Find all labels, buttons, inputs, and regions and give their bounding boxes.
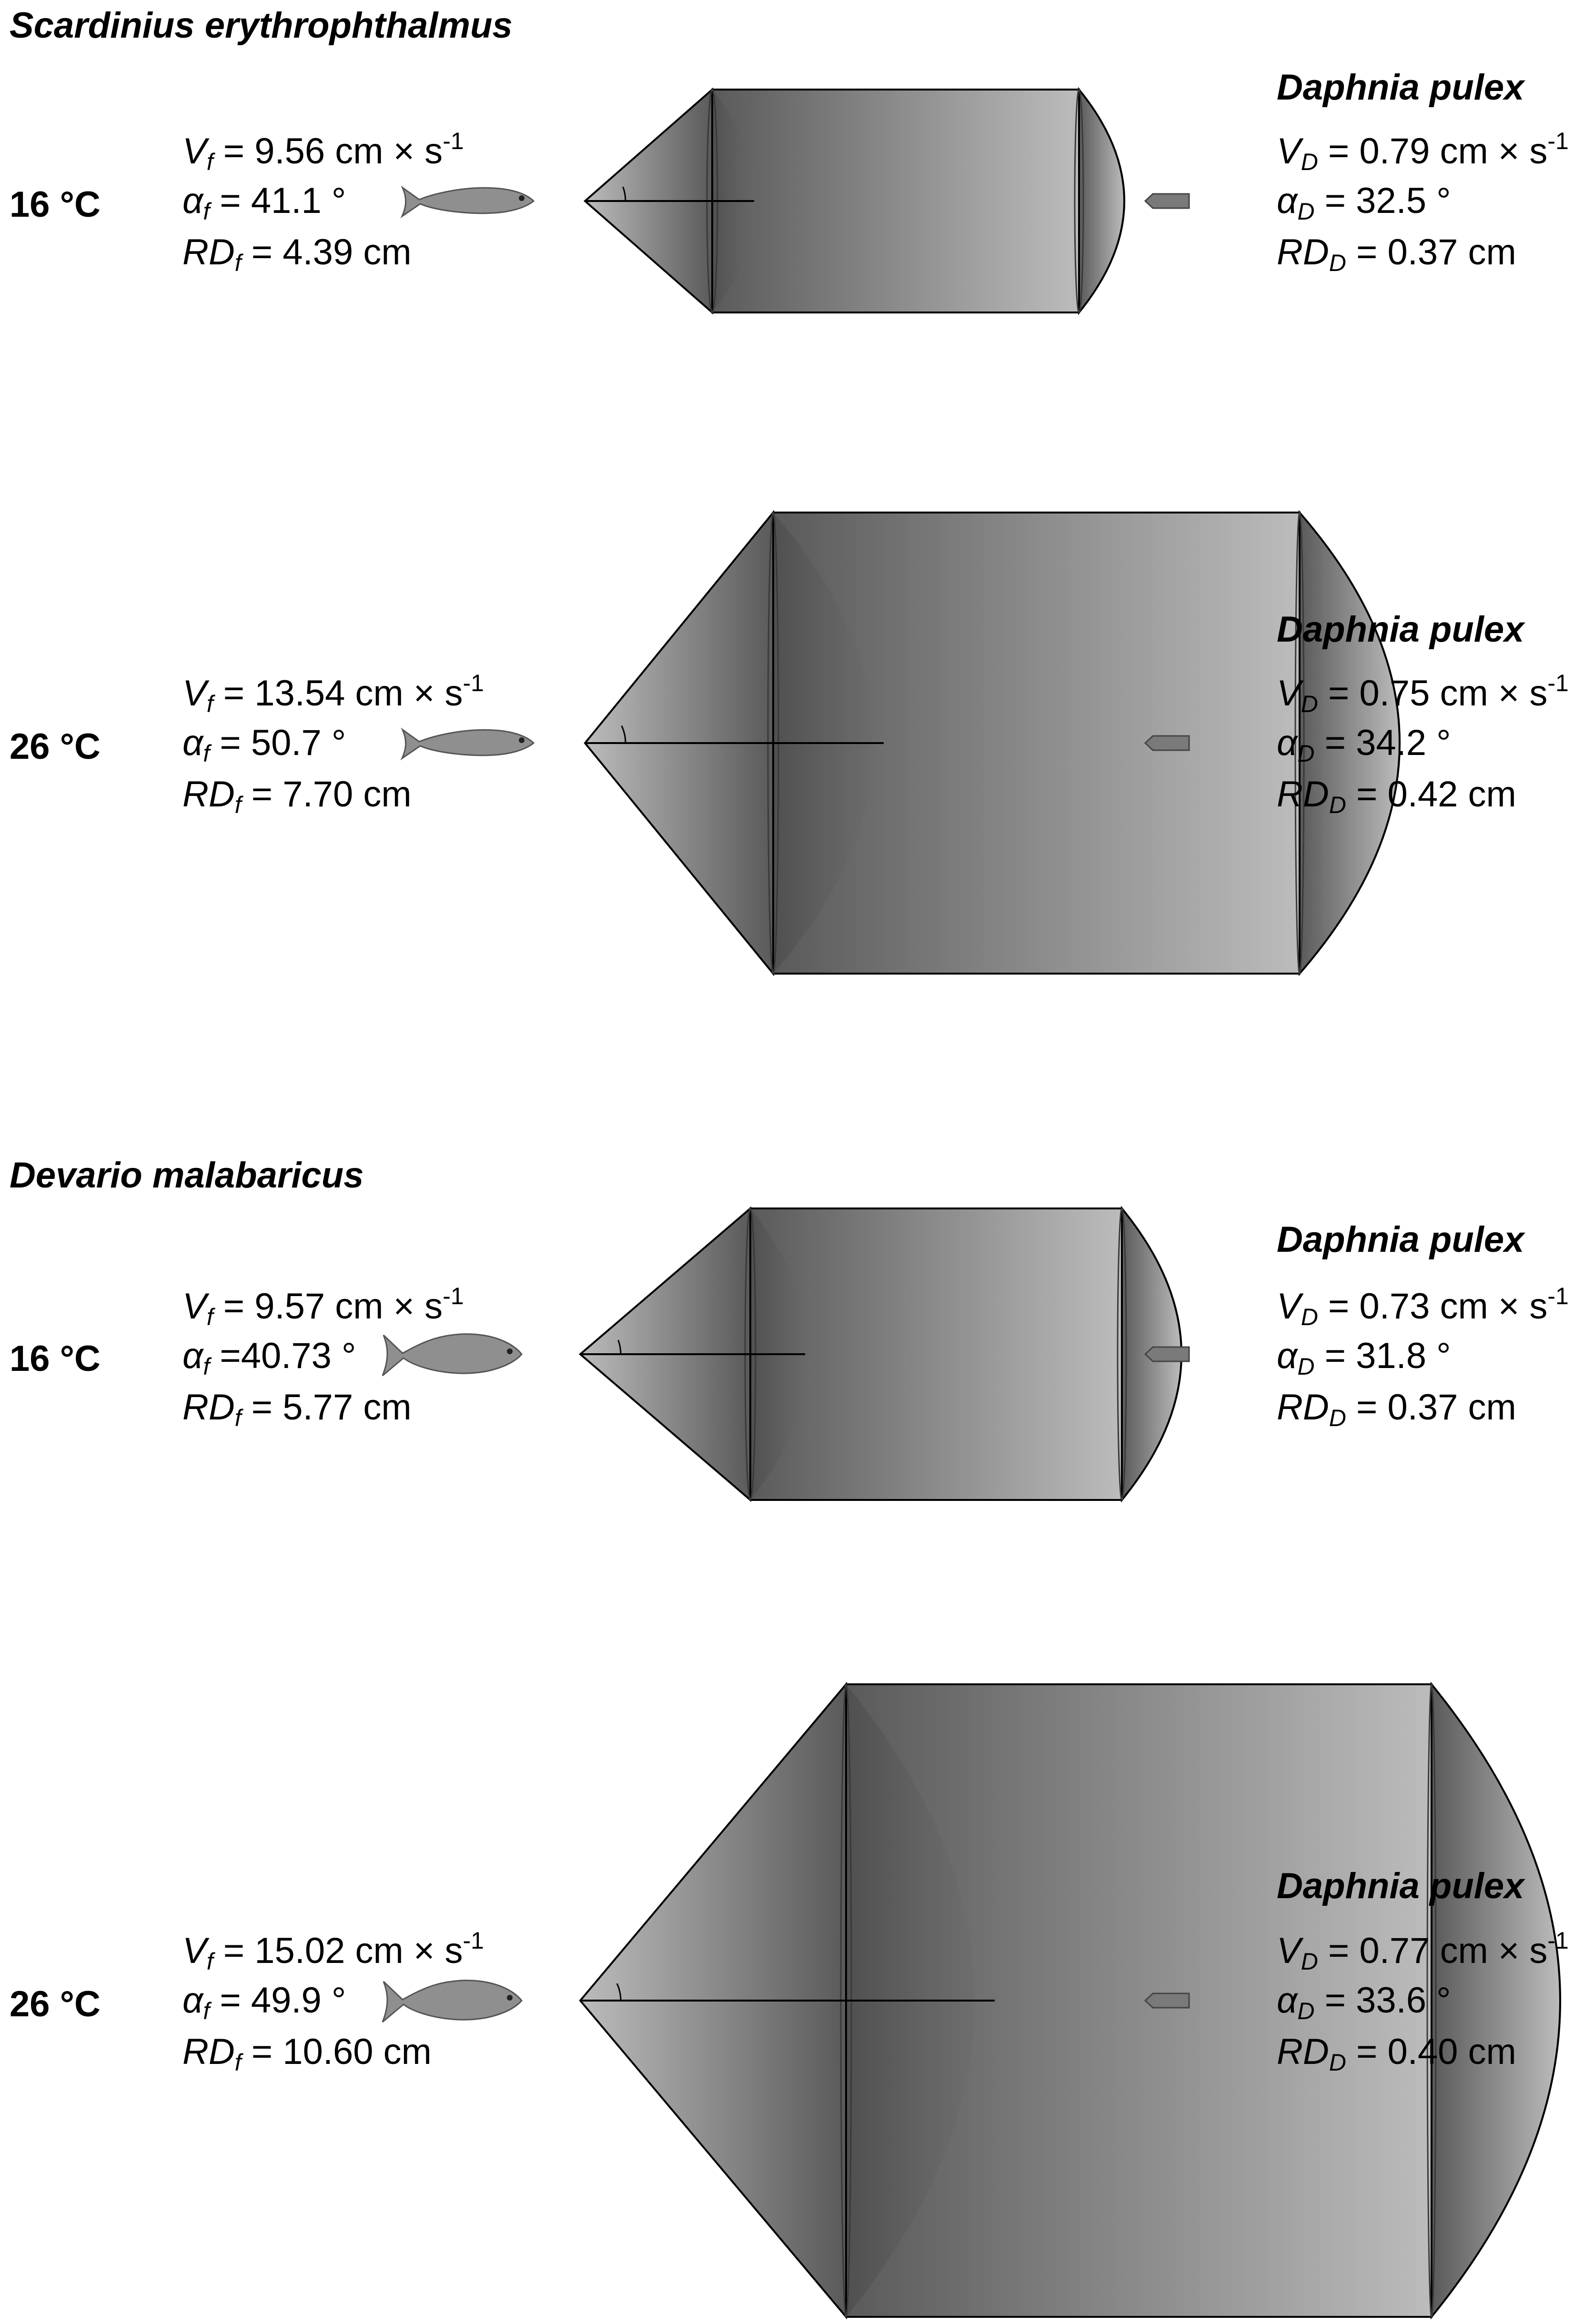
daphnia-icon [1144,1992,1190,2009]
fish-param-speed: Vf = 9.56 cm × s-1 [182,128,464,175]
fish-icon [382,1980,523,2023]
fish-param-reactive-distance: RDf = 5.77 cm [182,1387,412,1431]
fish-param-speed: Vf = 15.02 cm × s-1 [182,1927,484,1975]
prey-param-reactive-distance: RDD = 0.40 cm [1277,2032,1516,2076]
fish-icon [400,185,535,219]
fish-param-reactive-distance: RDf = 10.60 cm [182,2032,432,2076]
daphnia-body [1144,735,1190,751]
prey-title: Daphnia pulex [1277,1866,1524,1906]
prey-param-reactive-distance: RDD = 0.42 cm [1277,774,1516,818]
fish-param-angle: αf =40.73 ° [182,1336,356,1380]
volume-rim-right [1426,1683,1437,2318]
prey-param-angle: αD = 32.5 ° [1277,181,1451,225]
angle-arc [621,725,626,744]
fish-param-speed: Vf = 9.57 cm × s-1 [182,1283,464,1330]
prey-title: Daphnia pulex [1277,67,1524,108]
volume-rim-right [1117,1207,1127,1501]
prey-param-speed: VD = 0.75 cm × s-1 [1277,670,1569,717]
encounter-volume-3 [382,1206,1190,1503]
encounter-volume-2 [400,510,1401,976]
encounter-volume-4 [382,1681,1561,2320]
fish-eye [519,195,525,201]
volume-cap [1078,87,1125,315]
fish-eye [507,1348,513,1354]
daphnia-icon [1144,193,1190,209]
fish-eye [507,1995,513,2001]
fish-body [400,727,535,761]
volume-cap [1431,1681,1561,2320]
daphnia-icon [1144,1346,1190,1362]
fish-param-speed: Vf = 13.54 cm × s-1 [182,670,484,717]
angle-arc [622,186,626,201]
temperature-label: 26 °C [10,726,101,767]
daphnia-body [1144,1346,1190,1362]
fish-param-reactive-distance: RDf = 7.70 cm [182,774,412,818]
fish-param-angle: αf = 41.1 ° [182,181,346,225]
fish-param-angle: αf = 49.9 ° [182,1980,346,2024]
volume-cylinder [749,1207,1123,1501]
prey-title: Daphnia pulex [1277,609,1524,650]
fish-param-angle: αf = 50.7 ° [182,723,346,767]
volume-cap [1299,510,1401,976]
fish-param-reactive-distance: RDf = 4.39 cm [182,232,412,276]
fish-body [382,1980,523,2023]
prey-param-speed: VD = 0.73 cm × s-1 [1277,1283,1569,1330]
volume-rim-right [1294,512,1305,975]
prey-param-reactive-distance: RDD = 0.37 cm [1277,232,1516,276]
daphnia-body [1144,1992,1190,2009]
fish-body [400,185,535,219]
volume-cylinder [711,89,1080,313]
fish-eye [519,737,525,743]
species-title: Devario malabaricus [10,1155,364,1196]
prey-title: Daphnia pulex [1277,1219,1524,1260]
angle-arc [617,1339,622,1355]
angle-arc [616,1983,622,2001]
volume-rim-right [1074,89,1084,313]
prey-param-angle: αD = 33.6 ° [1277,1980,1451,2024]
prey-param-speed: VD = 0.79 cm × s-1 [1277,128,1569,175]
prey-param-angle: αD = 31.8 ° [1277,1336,1451,1380]
temperature-label: 26 °C [10,1984,101,2024]
daphnia-icon [1144,735,1190,751]
temperature-label: 16 °C [10,1338,101,1379]
fish-body [382,1333,523,1377]
temperature-label: 16 °C [10,184,101,225]
fish-icon [400,727,535,761]
fish-icon [382,1333,523,1377]
prey-param-reactive-distance: RDD = 0.37 cm [1277,1387,1516,1431]
encounter-volume-1 [400,87,1190,315]
species-title: Scardinius erythrophthalmus [10,5,513,46]
daphnia-body [1144,193,1190,209]
prey-param-angle: αD = 34.2 ° [1277,723,1451,767]
prey-param-speed: VD = 0.77 cm × s-1 [1277,1927,1569,1975]
